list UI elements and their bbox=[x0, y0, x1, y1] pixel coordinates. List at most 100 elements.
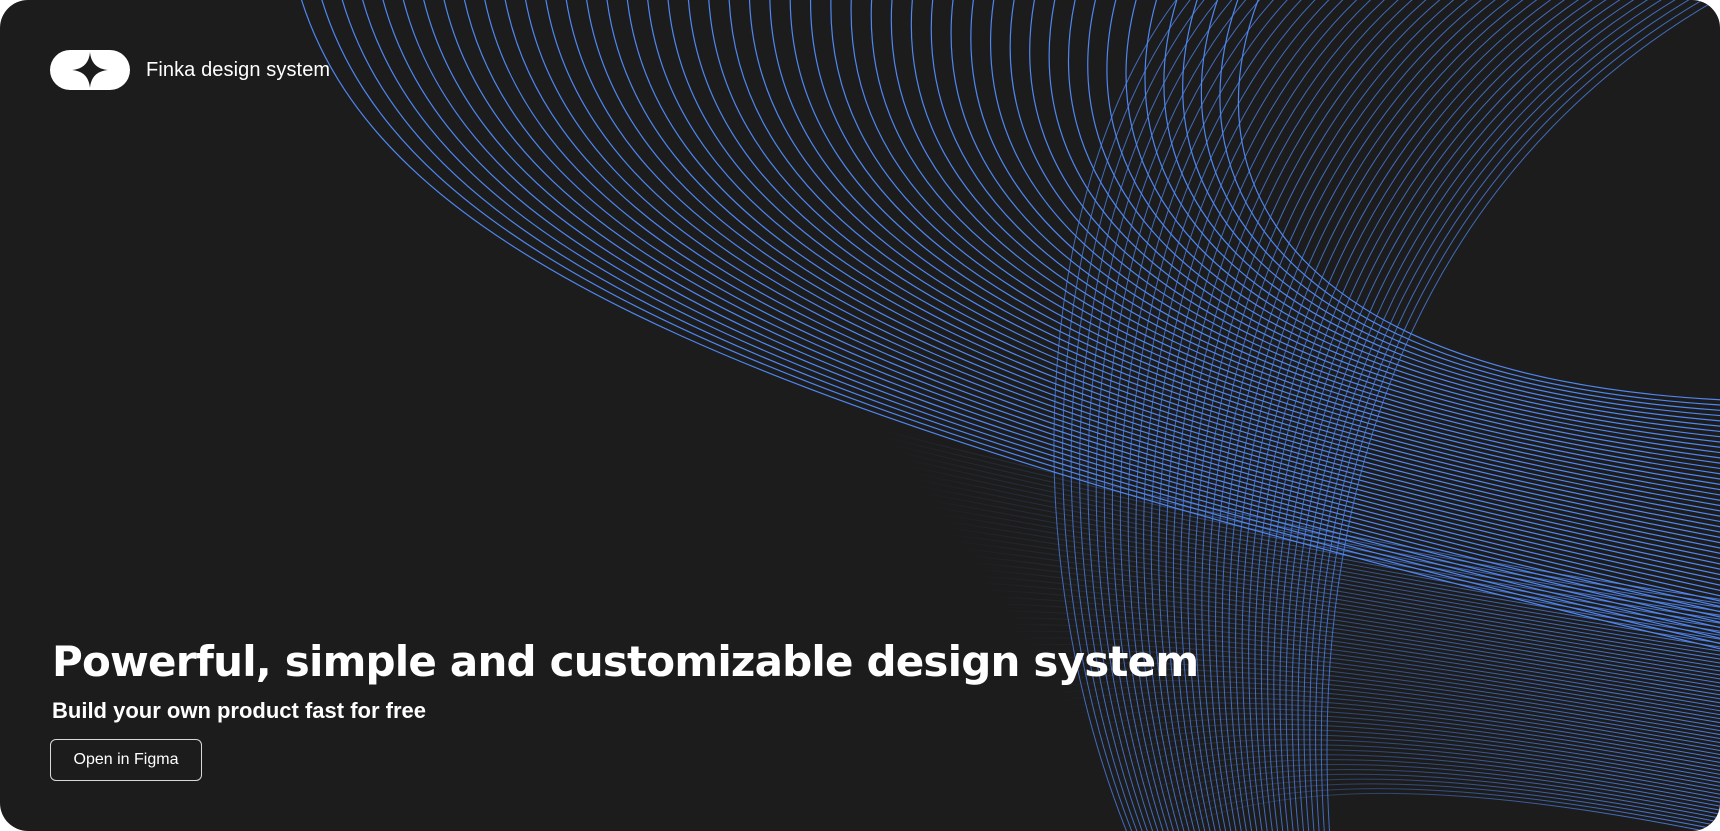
wave-line bbox=[884, 436, 1720, 604]
wave-line bbox=[1048, 0, 1720, 454]
hero-headline: Powerful, simple and customizable design… bbox=[52, 637, 1199, 686]
wave-line bbox=[1150, 0, 1344, 831]
wave-line bbox=[934, 512, 1720, 648]
wave-line bbox=[1094, 734, 1720, 787]
wave-line bbox=[769, 0, 1720, 528]
wave-line bbox=[1017, 637, 1720, 720]
wave-line bbox=[1182, 0, 1720, 417]
wave-line bbox=[1172, 0, 1386, 831]
wave-line bbox=[1326, 0, 1718, 831]
wave-line bbox=[1208, 0, 1455, 831]
wave-line bbox=[1228, 0, 1496, 831]
wave-line bbox=[970, 0, 1720, 475]
wave-line bbox=[362, 0, 1720, 634]
wave-line bbox=[402, 0, 1720, 623]
wave-line bbox=[879, 429, 1720, 600]
open-in-figma-button[interactable]: Open in Figma bbox=[50, 739, 202, 781]
wave-line bbox=[301, 0, 1720, 650]
wave-line bbox=[1081, 718, 1720, 775]
wave-line bbox=[1087, 0, 1233, 831]
wave-family-b bbox=[879, 429, 1720, 831]
wave-line bbox=[1221, 0, 1483, 831]
wave-line bbox=[902, 464, 1720, 620]
wave-line bbox=[1235, 0, 1510, 831]
wave-line bbox=[1135, 0, 1316, 831]
wave-line bbox=[1122, 764, 1720, 811]
wave-line bbox=[1119, 0, 1288, 831]
wave-line bbox=[423, 0, 1720, 618]
wave-line bbox=[708, 0, 1720, 544]
wave-line bbox=[626, 0, 1720, 565]
wave-line bbox=[687, 0, 1720, 549]
brand[interactable]: Finka design system bbox=[50, 50, 330, 90]
wave-line bbox=[830, 0, 1720, 512]
wave-line bbox=[1285, 0, 1621, 831]
wave-line bbox=[586, 0, 1720, 576]
wave-line bbox=[1035, 662, 1720, 736]
wave-line bbox=[1106, 0, 1720, 438]
wave-line bbox=[1003, 617, 1720, 708]
wave-line bbox=[957, 547, 1720, 668]
wave-line bbox=[1062, 0, 1191, 831]
wave-line bbox=[1187, 0, 1413, 831]
wave-line bbox=[1241, 0, 1524, 831]
wave-line bbox=[1049, 680, 1720, 748]
wave-line bbox=[1053, 0, 1177, 831]
wave-line bbox=[925, 498, 1720, 640]
wave-line bbox=[910, 0, 1720, 491]
wave-line bbox=[962, 554, 1720, 672]
wave-line bbox=[985, 589, 1720, 692]
wave-line bbox=[1131, 773, 1720, 819]
wave-line bbox=[1111, 0, 1275, 831]
wave-line bbox=[1026, 650, 1720, 728]
wave-line bbox=[1297, 0, 1649, 831]
wave-line bbox=[1291, 0, 1635, 831]
wave-line bbox=[1127, 0, 1302, 831]
wave-line bbox=[1194, 0, 1427, 831]
wave-line bbox=[1090, 728, 1720, 783]
wave-line bbox=[1009, 0, 1720, 464]
wave-line bbox=[1067, 0, 1720, 448]
wave-family-a bbox=[301, 0, 1720, 650]
wave-line bbox=[1140, 783, 1720, 827]
wave-line bbox=[1215, 0, 1469, 831]
wave-line bbox=[976, 575, 1720, 684]
wave-line bbox=[463, 0, 1720, 607]
wave-line bbox=[1099, 739, 1720, 791]
wave-line bbox=[1072, 707, 1720, 767]
brand-name: Finka design system bbox=[146, 58, 331, 81]
wave-line bbox=[1320, 0, 1704, 831]
wave-line bbox=[504, 0, 1720, 597]
wave-line bbox=[953, 540, 1720, 664]
wave-line bbox=[1095, 0, 1247, 831]
wave-line bbox=[980, 582, 1720, 688]
wave-line bbox=[939, 519, 1720, 652]
wave-line bbox=[443, 0, 1720, 613]
wave-line bbox=[921, 492, 1720, 636]
wave-line bbox=[1113, 754, 1720, 803]
wave-line bbox=[1040, 668, 1720, 740]
wave-line bbox=[1143, 0, 1330, 831]
wave-line bbox=[994, 603, 1720, 700]
sparkle-star-icon bbox=[72, 52, 108, 88]
hero-text: Powerful, simple and customizable design… bbox=[52, 632, 1199, 726]
wave-line bbox=[749, 0, 1720, 533]
wave-line bbox=[1087, 0, 1720, 443]
wave-line bbox=[1180, 0, 1399, 831]
wave-line bbox=[1030, 656, 1720, 732]
wave-line bbox=[907, 471, 1720, 624]
wave-line bbox=[1267, 0, 1579, 831]
wave-line bbox=[667, 0, 1720, 554]
wave-family-c bbox=[1053, 0, 1718, 831]
wave-line bbox=[565, 0, 1720, 581]
wave-line bbox=[1254, 0, 1552, 831]
wave-line bbox=[1201, 0, 1441, 831]
wave-line bbox=[606, 0, 1720, 570]
wave-line bbox=[1085, 723, 1720, 779]
wave-line bbox=[898, 457, 1720, 616]
wave-line bbox=[1260, 0, 1566, 831]
wave-line bbox=[1070, 0, 1205, 831]
wave-line bbox=[971, 568, 1720, 680]
wave-line bbox=[1104, 744, 1720, 795]
